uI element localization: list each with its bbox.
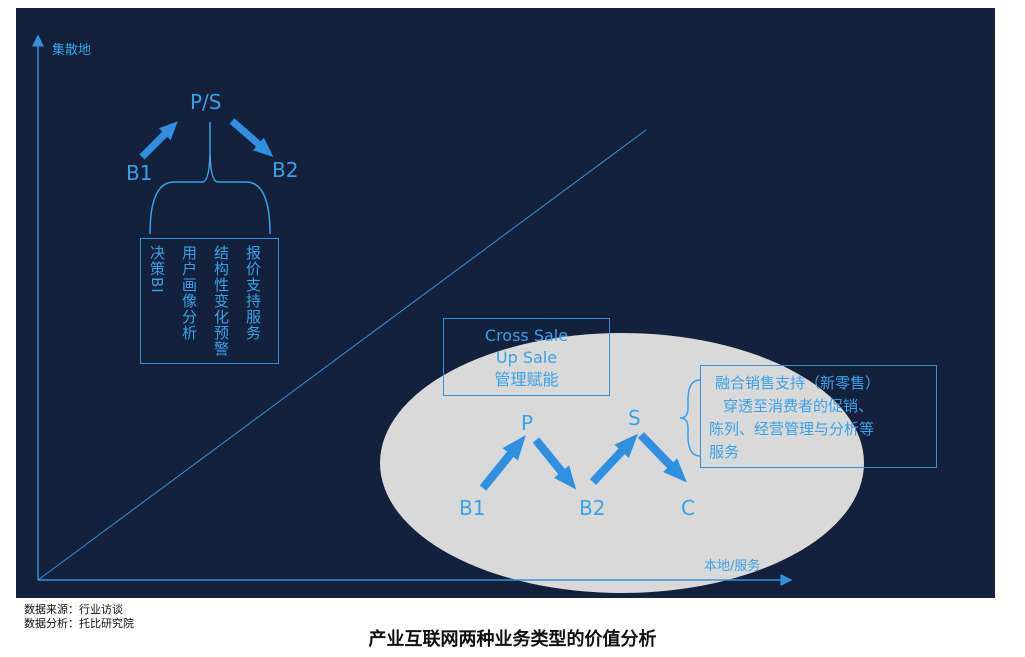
- feature-structural-warning: 结构性变化预警: [212, 245, 230, 357]
- desc-line-3: 陈列、经营管理与分析等: [709, 420, 875, 438]
- node-s: S: [628, 406, 641, 430]
- arrow-ps-b2: [229, 118, 274, 158]
- feature-quote-support: 报价支持服务: [244, 245, 262, 341]
- figure-title: 产业互联网两种业务类型的价值分析: [368, 629, 657, 650]
- left-arrows: [139, 118, 274, 160]
- new-retail-box: 融合销售支持（新零售） 穿透至消费者的促销、 陈列、经营管理与分析等 服务: [700, 365, 937, 468]
- node-c: C: [681, 496, 695, 520]
- node-ps: P/S: [190, 90, 222, 114]
- node-b1-right: B1: [459, 496, 486, 520]
- diagram-lines: [32, 34, 864, 593]
- y-axis-label: 集散地: [52, 43, 92, 58]
- diagonal-divider: [37, 129, 647, 581]
- feature-user-profile: 用户画像分析: [180, 245, 198, 341]
- diagram-canvas: 集散地 本地/服务 P/S B1 B2 决策BI 用户画像分析 结构性变化预警 …: [16, 8, 995, 598]
- data-source-note: 数据来源：行业访谈: [24, 603, 123, 616]
- node-p: P: [521, 411, 534, 435]
- data-analysis-note: 数据分析：托比研究院: [24, 617, 134, 630]
- features-box: 决策BI 用户画像分析 结构性变化预警 报价支持服务: [140, 238, 279, 364]
- arrow-b2-s: [589, 433, 639, 485]
- cross-sale-box: Cross Sale Up Sale 管理赋能: [443, 318, 610, 396]
- desc-line-1: 融合销售支持（新零售）: [715, 374, 881, 392]
- feature-bi: 决策BI: [148, 245, 166, 294]
- arrow-p-b2: [532, 437, 577, 490]
- node-b1-left: B1: [126, 161, 153, 185]
- right-brace: [679, 379, 701, 457]
- node-b2-right: B2: [579, 496, 606, 520]
- arrow-b1-p: [479, 434, 526, 491]
- brace: [149, 121, 271, 235]
- desc-line-4: 服务: [709, 443, 740, 461]
- desc-line-2: 穿透至消费者的促销、: [723, 397, 874, 415]
- cross-sale-line: Cross Sale: [484, 326, 569, 345]
- local-service-ellipse: [380, 333, 864, 593]
- x-axis-label: 本地/服务: [704, 559, 761, 574]
- up-sale-line: Up Sale: [495, 348, 558, 367]
- arrow-s-c: [637, 432, 687, 483]
- management-line: 管理赋能: [494, 370, 559, 389]
- right-arrows: [479, 432, 687, 491]
- arrow-b1-ps: [139, 121, 178, 160]
- node-b2-left: B2: [272, 158, 299, 182]
